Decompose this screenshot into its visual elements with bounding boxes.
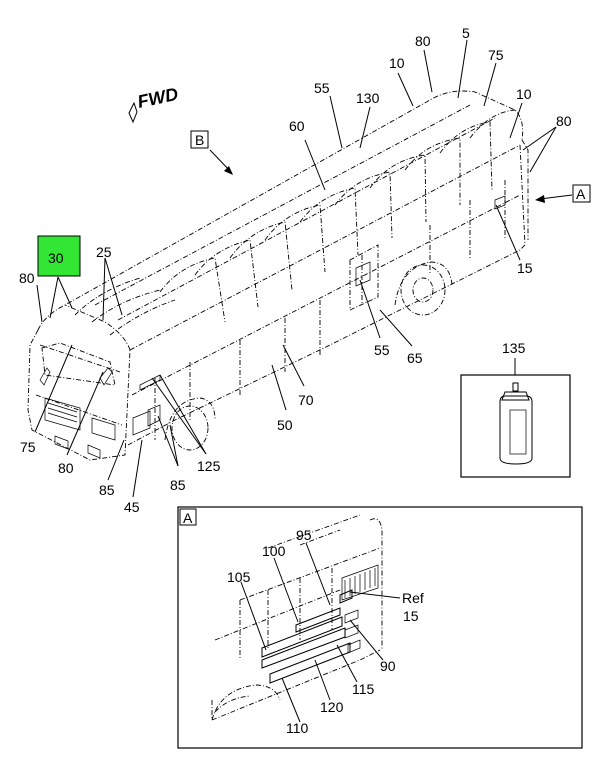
detail-a-leaders	[240, 542, 401, 723]
callout-80-top: 80	[415, 33, 431, 49]
callout-95: 95	[296, 527, 312, 543]
callout-15: 15	[517, 260, 533, 276]
callout-70: 70	[298, 392, 314, 408]
detail-a-label: A	[183, 510, 193, 526]
callout-30: 30	[48, 250, 64, 266]
callout-55-lower: 55	[374, 342, 390, 358]
callout-75-left: 75	[20, 439, 36, 455]
callout-65: 65	[407, 350, 423, 366]
callout-60: 60	[289, 118, 305, 134]
callout-85-left: 85	[99, 482, 115, 498]
callout-55-upper: 55	[314, 80, 330, 96]
callout-130: 130	[356, 90, 380, 106]
callout-ref-15: 15	[403, 608, 419, 624]
callout-80-left: 80	[19, 270, 35, 286]
detail-a-drawing	[211, 514, 383, 721]
callout-105: 105	[227, 569, 251, 585]
callout-85-right: 85	[170, 477, 186, 493]
view-b-marker: B	[190, 130, 233, 175]
school-bus-outline	[27, 90, 529, 461]
callout-75-top: 75	[488, 47, 504, 63]
spray-can-icon	[499, 382, 533, 465]
view-a-marker: A	[535, 184, 591, 203]
detail-view-a: A	[177, 506, 583, 749]
highlight-box	[37, 235, 81, 277]
callout-80-lower: 80	[58, 460, 74, 476]
leader-lines	[34, 39, 557, 498]
callout-labels: 80 25 75 80 85 45 85 125 50 70 55 65 60 …	[19, 25, 572, 515]
inset-135: 135	[460, 340, 571, 478]
callout-90: 90	[380, 658, 396, 674]
fwd-label: FWD	[136, 84, 180, 112]
view-a-label: A	[576, 186, 586, 202]
callout-125: 125	[197, 458, 221, 474]
callout-30-highlight: 30	[37, 235, 81, 277]
callout-10-right: 10	[516, 86, 532, 102]
callout-115: 115	[352, 681, 375, 697]
view-b-label: B	[195, 132, 204, 148]
callout-ref: Ref	[402, 590, 424, 606]
callout-80-right: 80	[556, 113, 572, 129]
fwd-indicator: FWD	[128, 84, 180, 124]
callout-25: 25	[96, 244, 112, 260]
callout-45: 45	[124, 499, 140, 515]
callout-5: 5	[462, 25, 470, 41]
callout-120: 120	[320, 699, 344, 715]
callout-10-upper: 10	[389, 55, 405, 71]
callout-50: 50	[277, 417, 293, 433]
callout-135: 135	[502, 340, 526, 356]
callout-100: 100	[262, 543, 286, 559]
callout-110: 110	[286, 720, 309, 736]
